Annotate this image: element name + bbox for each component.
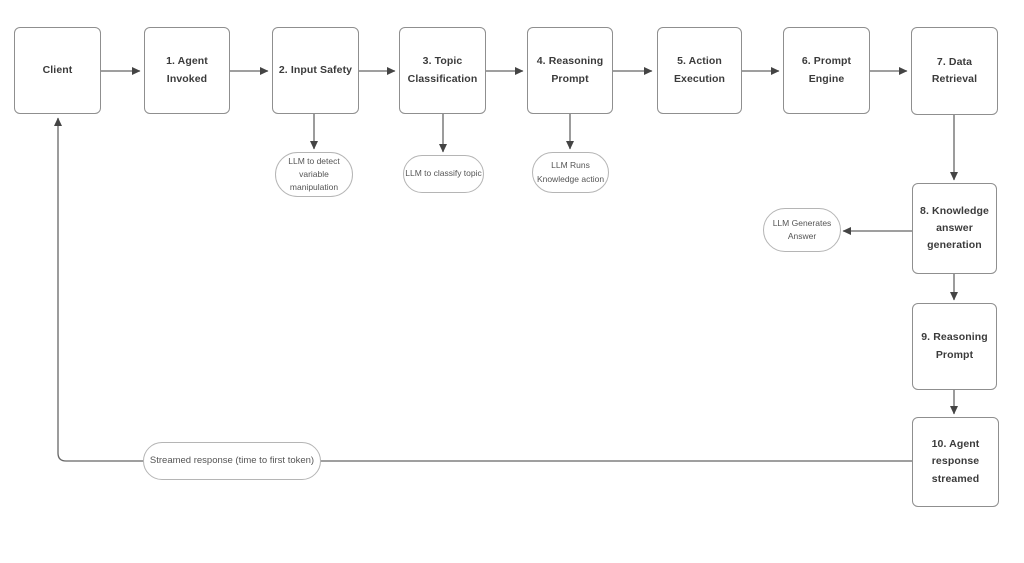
callout-streamed-response: Streamed response (time to first token) [143,442,321,480]
node-step-10: 10. Agent response streamed [912,417,999,507]
node-step-2: 2. Input Safety [272,27,359,114]
node-step-7: 7. Data Retrieval [911,27,998,115]
callout-llm-generates: LLM Generates Answer [763,208,841,252]
node-step-6: 6. Prompt Engine [783,27,870,114]
node-client: Client [14,27,101,114]
callout-llm-runs: LLM Runs Knowledge action [532,152,609,193]
connector-step10-client [54,117,912,462]
node-step-3: 3. Topic Classification [399,27,486,114]
callout-llm-detect: LLM to detect variable manipulation [275,152,353,197]
callout-llm-classify: LLM to classify topic [403,155,484,193]
node-step-8: 8. Knowledge answer generation [912,183,997,274]
node-step-5: 5. Action Execution [657,27,742,114]
node-step-9: 9. Reasoning Prompt [912,303,997,390]
node-step-4: 4. Reasoning Prompt [527,27,613,114]
node-step-1: 1. Agent Invoked [144,27,230,114]
